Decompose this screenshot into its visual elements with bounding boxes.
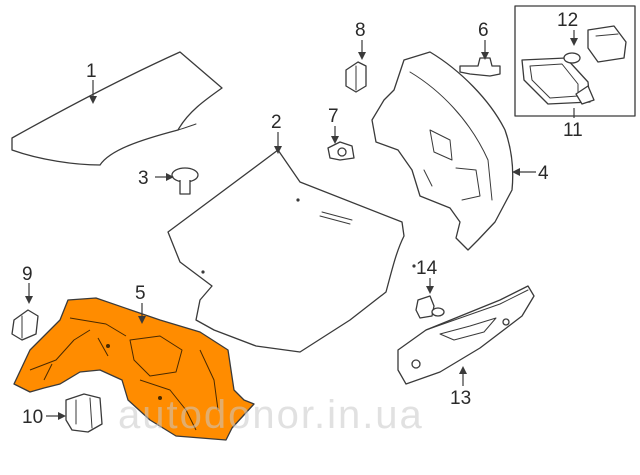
- leader-arrows: [25, 38, 578, 420]
- part-9-fastener: [11, 309, 39, 341]
- callout-9: 9: [22, 264, 33, 285]
- callout-4: 4: [538, 163, 549, 184]
- part-4-side-trim: [371, 51, 514, 251]
- watermark: autodonor.in.ua: [118, 393, 424, 437]
- part-3-push-clip: [171, 167, 199, 195]
- callout-7: 7: [328, 106, 339, 127]
- callout-2: 2: [271, 112, 282, 133]
- part-7-clip: [327, 141, 355, 161]
- callout-5: 5: [135, 283, 146, 304]
- callout-14: 14: [416, 258, 438, 279]
- part-6-bracket: [459, 57, 501, 77]
- part-2-trunk-mat: [167, 149, 416, 353]
- part-1-trunk-cover: [11, 51, 223, 166]
- callout-10: 10: [22, 407, 43, 428]
- part-14-clip: [415, 295, 445, 319]
- callout-8: 8: [355, 20, 366, 41]
- part-10-bracket: [65, 393, 103, 433]
- part-8-bracket: [345, 61, 367, 93]
- callout-3: 3: [138, 168, 149, 189]
- callout-1: 1: [86, 61, 97, 82]
- callout-12: 12: [557, 10, 578, 31]
- callout-13: 13: [450, 388, 471, 409]
- part-11-trunk-lamp: [521, 57, 595, 105]
- part-12-bulb: [563, 25, 627, 64]
- part-13-sill-plate: [397, 285, 535, 385]
- callout-11: 11: [563, 120, 583, 141]
- callout-6: 6: [478, 20, 489, 41]
- part-5-wheelhouse-trim: [13, 297, 255, 441]
